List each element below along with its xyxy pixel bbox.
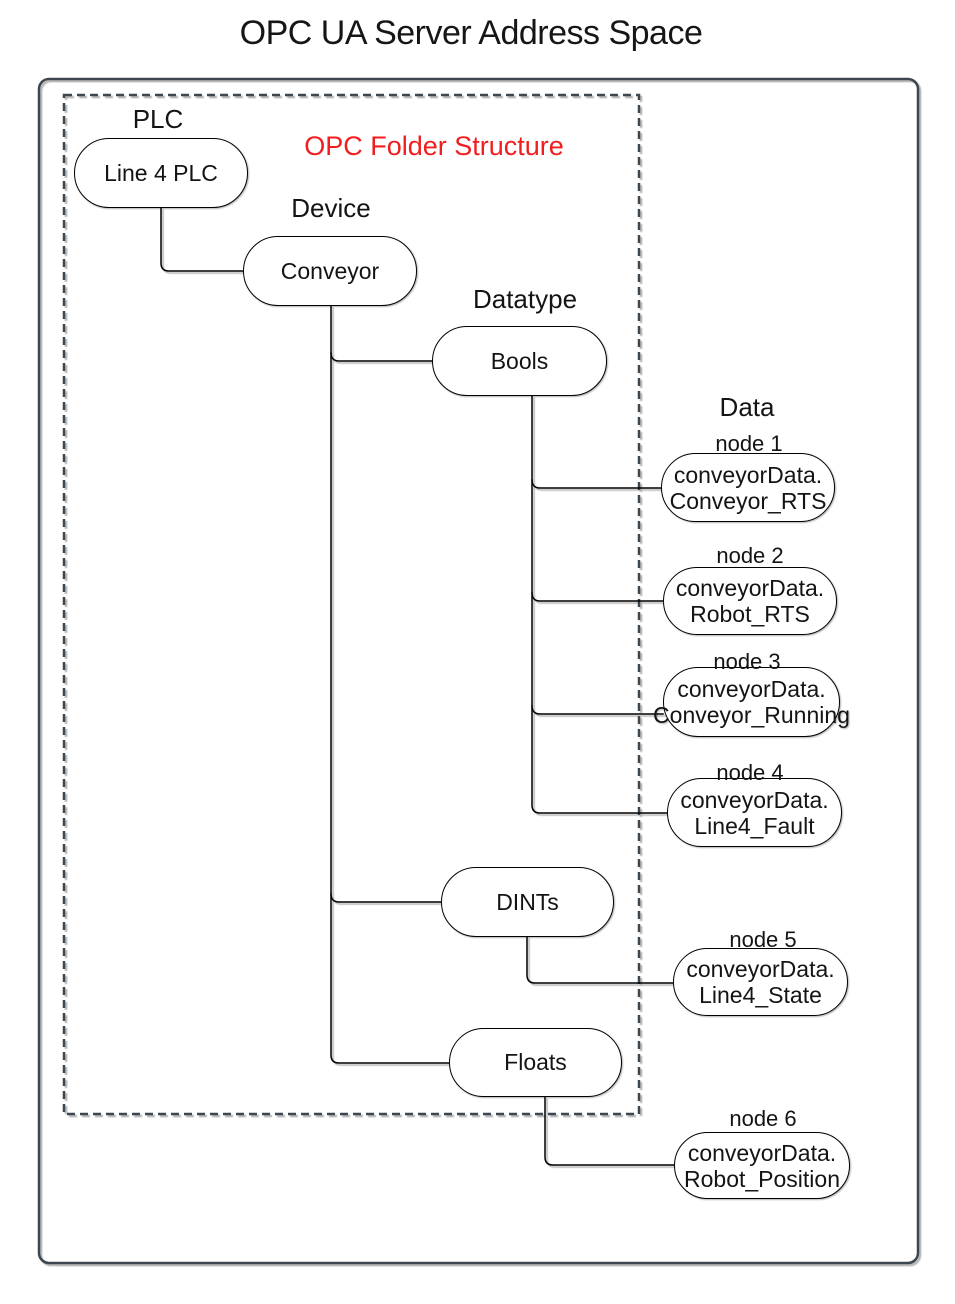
node-2-line2: Robot_RTS xyxy=(690,601,810,627)
diagram-title: OPC UA Server Address Space xyxy=(239,14,703,52)
node-4-line1: conveyorData. xyxy=(680,786,829,813)
node-3-conveyor-running[interactable]: conveyorData. Conveyor_Running xyxy=(653,667,850,737)
level-label-datatype: Datatype xyxy=(472,284,578,314)
node-1-line1: conveyorData. xyxy=(673,461,823,488)
folder-structure-dashed-frame xyxy=(62,93,641,1116)
label-node-3: node 3 xyxy=(713,649,781,674)
label-node-4: node 4 xyxy=(716,760,784,785)
node-6-line2: Robot_Position xyxy=(684,1165,840,1192)
node-3-line2: Conveyor_Running xyxy=(653,702,850,728)
node-6-robot-position[interactable]: conveyorData. Robot_Position xyxy=(674,1132,850,1199)
node-dints[interactable]: DINTs xyxy=(441,867,614,937)
connector-bools-trunk-to-node4 xyxy=(531,395,668,814)
connector-conveyor-trunk-to-floats xyxy=(330,305,450,1064)
connector-bools-to-node3 xyxy=(531,705,664,715)
node-1-line2: Conveyor_RTS xyxy=(669,487,827,514)
node-conveyor-label: Conveyor xyxy=(280,257,380,284)
node-1-conveyor-rts[interactable]: conveyorData. Conveyor_RTS xyxy=(661,453,835,522)
label-node-6: node 6 xyxy=(729,1106,797,1131)
connector-conveyor-to-bools xyxy=(330,352,433,362)
level-label-device: Device xyxy=(291,193,371,223)
node-3-line1: conveyorData. xyxy=(677,676,826,702)
level-label-plc: PLC xyxy=(132,104,184,134)
node-line4-plc-label: Line 4 PLC xyxy=(104,159,218,186)
label-node-5: node 5 xyxy=(729,927,797,952)
opc-folder-structure-annotation: OPC Folder Structure xyxy=(304,131,564,161)
connector-plc-to-conveyor xyxy=(160,207,244,272)
connector-bools-to-node1 xyxy=(531,479,662,489)
connector-dints-to-node5 xyxy=(526,936,674,984)
address-space-frame xyxy=(37,77,920,1265)
connector-conveyor-to-dints xyxy=(330,893,442,903)
connector-floats-to-node6 xyxy=(544,1096,675,1166)
node-5-line4-state[interactable]: conveyorData. Line4_State xyxy=(673,948,848,1016)
node-floats[interactable]: Floats xyxy=(449,1028,622,1097)
node-5-line2: Line4_State xyxy=(699,982,822,1008)
node-2-robot-rts[interactable]: conveyorData. Robot_RTS xyxy=(663,567,837,635)
node-floats-label: Floats xyxy=(504,1049,567,1075)
node-2-line1: conveyorData. xyxy=(675,575,825,601)
node-4-line4-fault[interactable]: conveyorData. Line4_Fault xyxy=(667,778,842,847)
node-dints-label: DINTs xyxy=(496,888,559,915)
level-label-data: Data xyxy=(719,392,775,422)
node-bools[interactable]: Bools xyxy=(432,326,607,396)
node-5-line1: conveyorData. xyxy=(686,956,835,982)
node-4-line2: Line4_Fault xyxy=(694,812,815,839)
node-6-line1: conveyorData. xyxy=(687,1139,837,1166)
node-conveyor[interactable]: Conveyor xyxy=(243,236,417,306)
label-node-2: node 2 xyxy=(716,543,784,568)
node-line4-plc[interactable]: Line 4 PLC xyxy=(74,138,248,208)
connector-bools-to-node2 xyxy=(531,592,664,602)
node-bools-label: Bools xyxy=(490,347,549,374)
label-node-1: node 1 xyxy=(715,431,783,456)
